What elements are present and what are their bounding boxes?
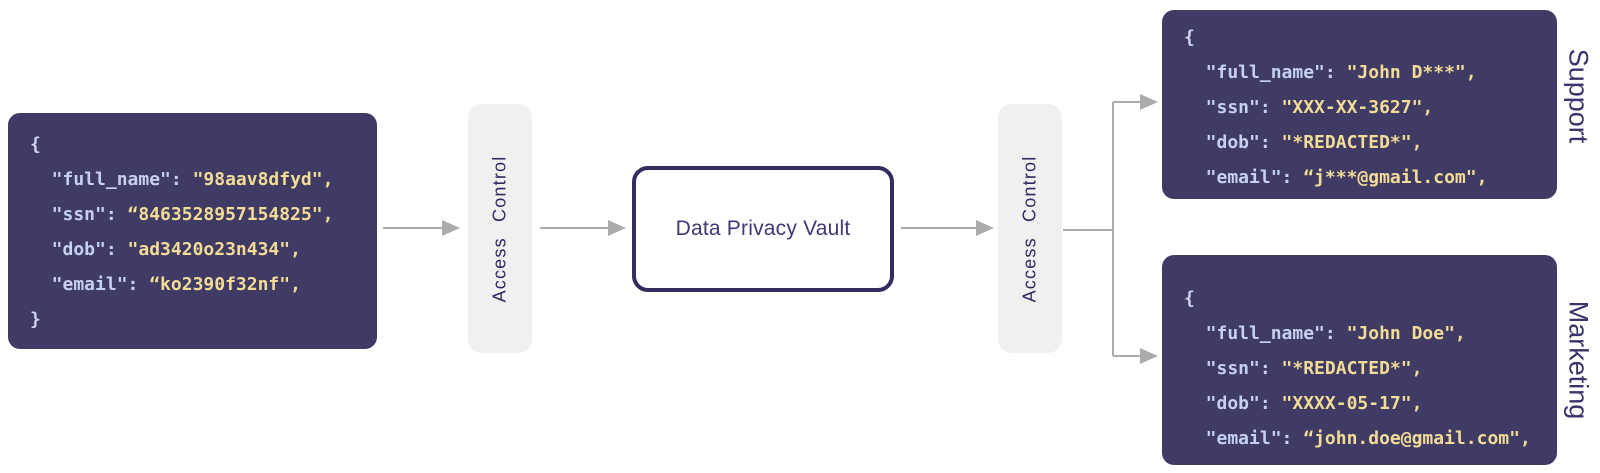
arrow-branch-to-support [1113, 94, 1158, 110]
code-line-email: "email": “ko2390f32nf", [30, 267, 369, 302]
arrow-input-to-access-control [383, 220, 460, 236]
json-key: "dob": [1184, 393, 1282, 414]
json-key: "dob": [30, 239, 128, 260]
json-key: "email": [1184, 428, 1304, 449]
code-line-email: "email": “j***@gmail.com", [1184, 160, 1549, 195]
json-key: "full_name": [1184, 62, 1347, 83]
open-brace: { [1184, 288, 1195, 309]
input-json-block: { "full_name": "98aav8dfyd", "ssn": “846… [8, 113, 377, 349]
json-value: "98aav8dfyd", [192, 169, 334, 190]
json-value: "John Doe", [1346, 323, 1466, 344]
branch-connector [1063, 102, 1114, 356]
open-brace: { [30, 134, 41, 155]
code-line-ssn: "ssn": “8463528957154825", [30, 197, 369, 232]
support-json-block: { "full_name": "John D***", "ssn": "XXX-… [1162, 10, 1557, 199]
access-control-left-box: Access Control [468, 104, 532, 353]
arrow-vault-to-access-control [901, 220, 994, 236]
code-line-ssn: "ssn": "*REDACTED*", [1184, 351, 1549, 386]
close-brace: } [30, 309, 41, 330]
code-line-ssn: "ssn": "XXX-XX-3627", [1184, 90, 1549, 125]
json-value: “ko2390f32nf", [149, 274, 301, 295]
code-line-dob: "dob": "ad3420o23n434", [30, 232, 369, 267]
arrow-branch-to-marketing [1113, 348, 1158, 364]
json-value: "ad3420o23n434", [127, 239, 301, 260]
marketing-json-block: { "full_name": "John Doe", "ssn": "*REDA… [1162, 255, 1557, 465]
code-line-full-name: "full_name": "John D***", [1184, 55, 1549, 90]
code-line: } [30, 302, 369, 337]
json-key: "ssn": [1184, 358, 1282, 379]
access-control-right-box: Access Control [998, 104, 1062, 353]
json-value: "John D***", [1346, 62, 1477, 83]
json-value: “8463528957154825", [127, 204, 334, 225]
json-key: "dob": [1184, 132, 1282, 153]
code-line: { [1184, 20, 1549, 55]
access-control-label: Access Control [1019, 155, 1040, 302]
json-value: “j***@gmail.com", [1303, 167, 1488, 188]
json-key: "ssn": [30, 204, 128, 225]
arrow-access-control-to-vault [540, 220, 626, 236]
vault-label: Data Privacy Vault [675, 217, 851, 240]
json-value: "XXXX-05-17", [1281, 393, 1423, 414]
code-line: { [30, 127, 369, 162]
code-line-email: "email": “john.doe@gmail.com", [1184, 421, 1549, 456]
code-line-dob: "dob": "*REDACTED*", [1184, 125, 1549, 160]
json-value: "*REDACTED*", [1281, 132, 1423, 153]
code-line-full-name: "full_name": "98aav8dfyd", [30, 162, 369, 197]
json-value: "XXX-XX-3627", [1281, 97, 1434, 118]
json-value: “john.doe@gmail.com", [1303, 428, 1531, 449]
support-label: Support [1563, 48, 1594, 144]
code-line-dob: "dob": "XXXX-05-17", [1184, 386, 1549, 421]
json-value: "*REDACTED*", [1281, 358, 1423, 379]
code-line-full-name: "full_name": "John Doe", [1184, 316, 1549, 351]
json-key: "full_name": [1184, 323, 1347, 344]
json-key: "email": [1184, 167, 1304, 188]
json-key: "email": [30, 274, 150, 295]
json-key: "full_name": [30, 169, 193, 190]
open-brace: { [1184, 27, 1195, 48]
data-privacy-vault-box: Data Privacy Vault [632, 166, 894, 292]
code-line: { [1184, 281, 1549, 316]
access-control-label: Access Control [489, 155, 510, 302]
marketing-label: Marketing [1563, 300, 1594, 420]
json-key: "ssn": [1184, 97, 1282, 118]
